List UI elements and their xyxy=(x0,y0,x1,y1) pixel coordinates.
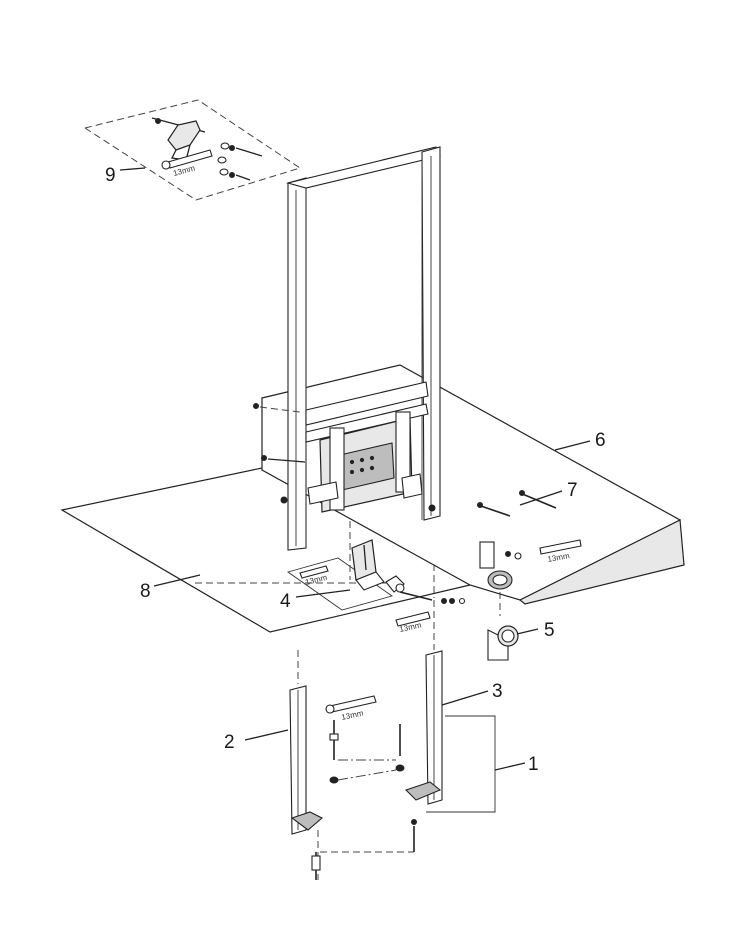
wrench-size-label: 13mm xyxy=(341,708,365,721)
callout-6: 6 xyxy=(595,430,606,451)
callout-3: 3 xyxy=(492,681,503,702)
callout-9: 9 xyxy=(105,165,116,186)
leader-lines xyxy=(119,167,591,771)
callout-1: 1 xyxy=(528,754,539,775)
callout-2: 2 xyxy=(224,732,235,753)
part-8-floor-plane: 13mm xyxy=(60,467,472,633)
part-1-leg-fixing-set: 13mm xyxy=(311,695,496,880)
wrench-size-label: 13mm xyxy=(547,551,571,564)
part-3-right-leg xyxy=(404,600,443,805)
wrench-icon xyxy=(325,695,377,714)
wrench-icon xyxy=(539,539,582,555)
part-4-angle-bracket: 13mm xyxy=(351,539,466,634)
part-9-wall-fixing-set: 13mm xyxy=(83,99,302,201)
callout-labels: 9 8 4 6 7 5 3 2 1 xyxy=(105,165,606,775)
callout-4: 4 xyxy=(280,591,291,612)
callout-8: 8 xyxy=(140,581,151,602)
part-5-drain-elbow xyxy=(479,541,519,661)
callout-7: 7 xyxy=(567,480,578,501)
wrench-icon xyxy=(161,149,213,170)
wrench-icon xyxy=(395,611,431,627)
part-2-left-leg xyxy=(289,650,323,880)
wrench-icon xyxy=(299,565,329,579)
callout-5: 5 xyxy=(544,620,555,641)
installation-frame xyxy=(253,146,441,551)
